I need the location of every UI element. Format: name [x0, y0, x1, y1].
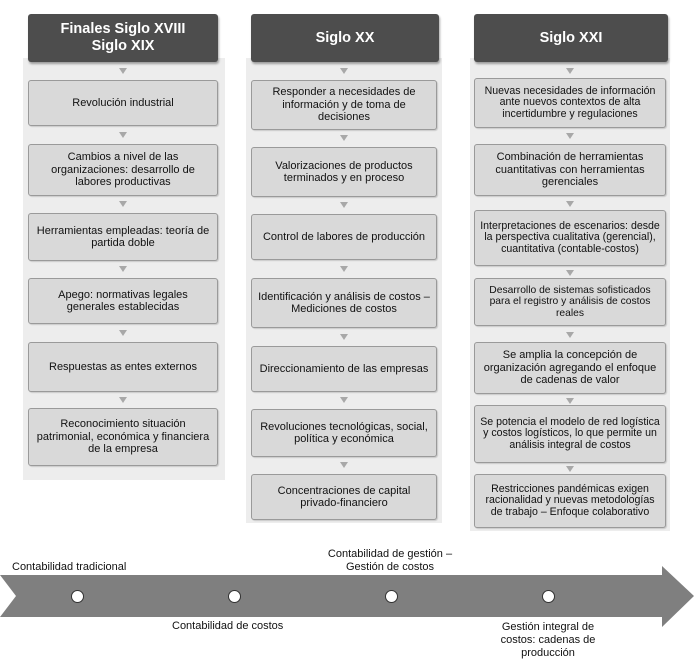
col2-item-5: Direccionamiento de las empresas	[251, 346, 437, 392]
down-arrow-icon	[566, 398, 574, 404]
down-arrow-icon	[566, 466, 574, 472]
col1-item-6: Reconocimiento situación patrimonial, ec…	[28, 408, 218, 466]
down-arrow-icon	[566, 133, 574, 139]
col3-item-6: Se potencia el modelo de red logística y…	[474, 405, 666, 463]
column-header-2: Siglo XX	[251, 14, 439, 62]
col2-item-1-text: Responder a necesidades de información y…	[272, 86, 416, 124]
col2-item-3-text: Control de labores de producción	[262, 230, 426, 243]
down-arrow-icon	[340, 462, 348, 468]
col1-item-3: Herramientas empleadas: teoría de partid…	[28, 213, 218, 261]
col3-item-4-text: Desarrollo de sistemas sofisticados para…	[489, 284, 651, 319]
col3-item-4: Desarrollo de sistemas sofisticados para…	[474, 278, 666, 326]
down-arrow-icon	[340, 135, 348, 141]
down-arrow-icon	[566, 201, 574, 207]
col3-item-5: Se amplia la concepción de organización …	[474, 342, 666, 394]
col1-item-5-text: Respuestas as entes externos	[49, 360, 197, 373]
down-arrow-icon	[340, 202, 348, 208]
col2-item-2-text: Valorizaciones de productos terminados y…	[275, 159, 413, 185]
col3-item-5-text: Se amplia la concepción de organización …	[483, 349, 657, 387]
col2-item-2: Valorizaciones de productos terminados y…	[251, 147, 437, 197]
col2-item-3: Control de labores de producción	[251, 214, 437, 260]
col2-item-7: Concentraciones de capital privado-finan…	[251, 474, 437, 520]
col2-item-7-text: Concentraciones de capital privado-finan…	[277, 484, 411, 510]
column-header-3-label: Siglo XXI	[539, 29, 603, 46]
down-arrow-icon	[119, 266, 127, 272]
timeline-label-tradicional: Contabilidad tradicional	[12, 561, 127, 573]
down-arrow-icon	[340, 334, 348, 340]
down-arrow-icon	[566, 68, 574, 74]
col2-item-1: Responder a necesidades de información y…	[251, 80, 437, 130]
col1-item-2-text: Cambios a nivel de las organizaciones: d…	[51, 151, 195, 189]
column-header-1-line-1: Finales Siglo XVIII	[60, 21, 186, 37]
col2-item-4: Identificación y análisis de costos – Me…	[251, 278, 437, 328]
col1-item-2: Cambios a nivel de las organizaciones: d…	[28, 144, 218, 196]
down-arrow-icon	[119, 201, 127, 207]
col2-item-5-text: Direccionamiento de las empresas	[259, 362, 429, 375]
col1-item-4: Apego: normativas legales generales esta…	[28, 278, 218, 324]
col1-item-4-text: Apego: normativas legales generales esta…	[58, 288, 188, 314]
col1-item-3-text: Herramientas empleadas: teoría de partid…	[36, 224, 210, 250]
timeline-label-gestion: Contabilidad de gestión – Gestión de cos…	[327, 548, 453, 573]
column-header-1-line-2: Siglo XIX	[91, 38, 155, 54]
col3-item-3: Interpretaciones de escenarios: desde la…	[474, 210, 666, 266]
down-arrow-icon	[119, 330, 127, 336]
col1-item-6-text: Reconocimiento situación patrimonial, ec…	[36, 418, 210, 456]
timeline-node-2	[228, 590, 241, 603]
down-arrow-icon	[119, 68, 127, 74]
col3-item-1-text: Nuevas necesidades de información ante n…	[484, 84, 656, 120]
column-header-3: Siglo XXI	[474, 14, 668, 62]
timeline-node-3	[385, 590, 398, 603]
down-arrow-icon	[566, 332, 574, 338]
timeline-node-1	[71, 590, 84, 603]
col1-item-5: Respuestas as entes externos	[28, 342, 218, 392]
down-arrow-icon	[119, 397, 127, 403]
col3-item-7-text: Restricciones pandémicas exigen racional…	[485, 482, 655, 518]
down-arrow-icon	[566, 270, 574, 276]
timeline-node-4	[542, 590, 555, 603]
col3-item-2-text: Combinación de herramientas cuantitativa…	[495, 151, 645, 189]
col2-item-6-text: Revoluciones tecnológicas, social, polít…	[260, 420, 428, 446]
col3-item-1: Nuevas necesidades de información ante n…	[474, 78, 666, 128]
col3-item-3-text: Interpretaciones de escenarios: desde la…	[480, 219, 660, 255]
down-arrow-icon	[340, 68, 348, 74]
down-arrow-icon	[119, 132, 127, 138]
column-header-2-label: Siglo XX	[315, 29, 375, 46]
col3-item-6-text: Se potencia el modelo de red logística y…	[480, 415, 660, 451]
down-arrow-icon	[340, 266, 348, 272]
col2-item-6: Revoluciones tecnológicas, social, polít…	[251, 409, 437, 457]
col3-item-2: Combinación de herramientas cuantitativa…	[474, 144, 666, 196]
down-arrow-icon	[340, 397, 348, 403]
col1-item-1: Revolución industrial	[28, 80, 218, 126]
timeline-label-gestion-integral: Gestión integral de costos: cadenas de p…	[500, 621, 596, 659]
col2-item-4-text: Identificación y análisis de costos – Me…	[258, 290, 430, 316]
timeline-label-costos: Contabilidad de costos	[172, 620, 284, 632]
column-header-1: Finales Siglo XVIII Siglo XIX	[28, 14, 218, 62]
col1-item-1-text: Revolución industrial	[72, 96, 174, 109]
col3-item-7: Restricciones pandémicas exigen racional…	[474, 474, 666, 528]
